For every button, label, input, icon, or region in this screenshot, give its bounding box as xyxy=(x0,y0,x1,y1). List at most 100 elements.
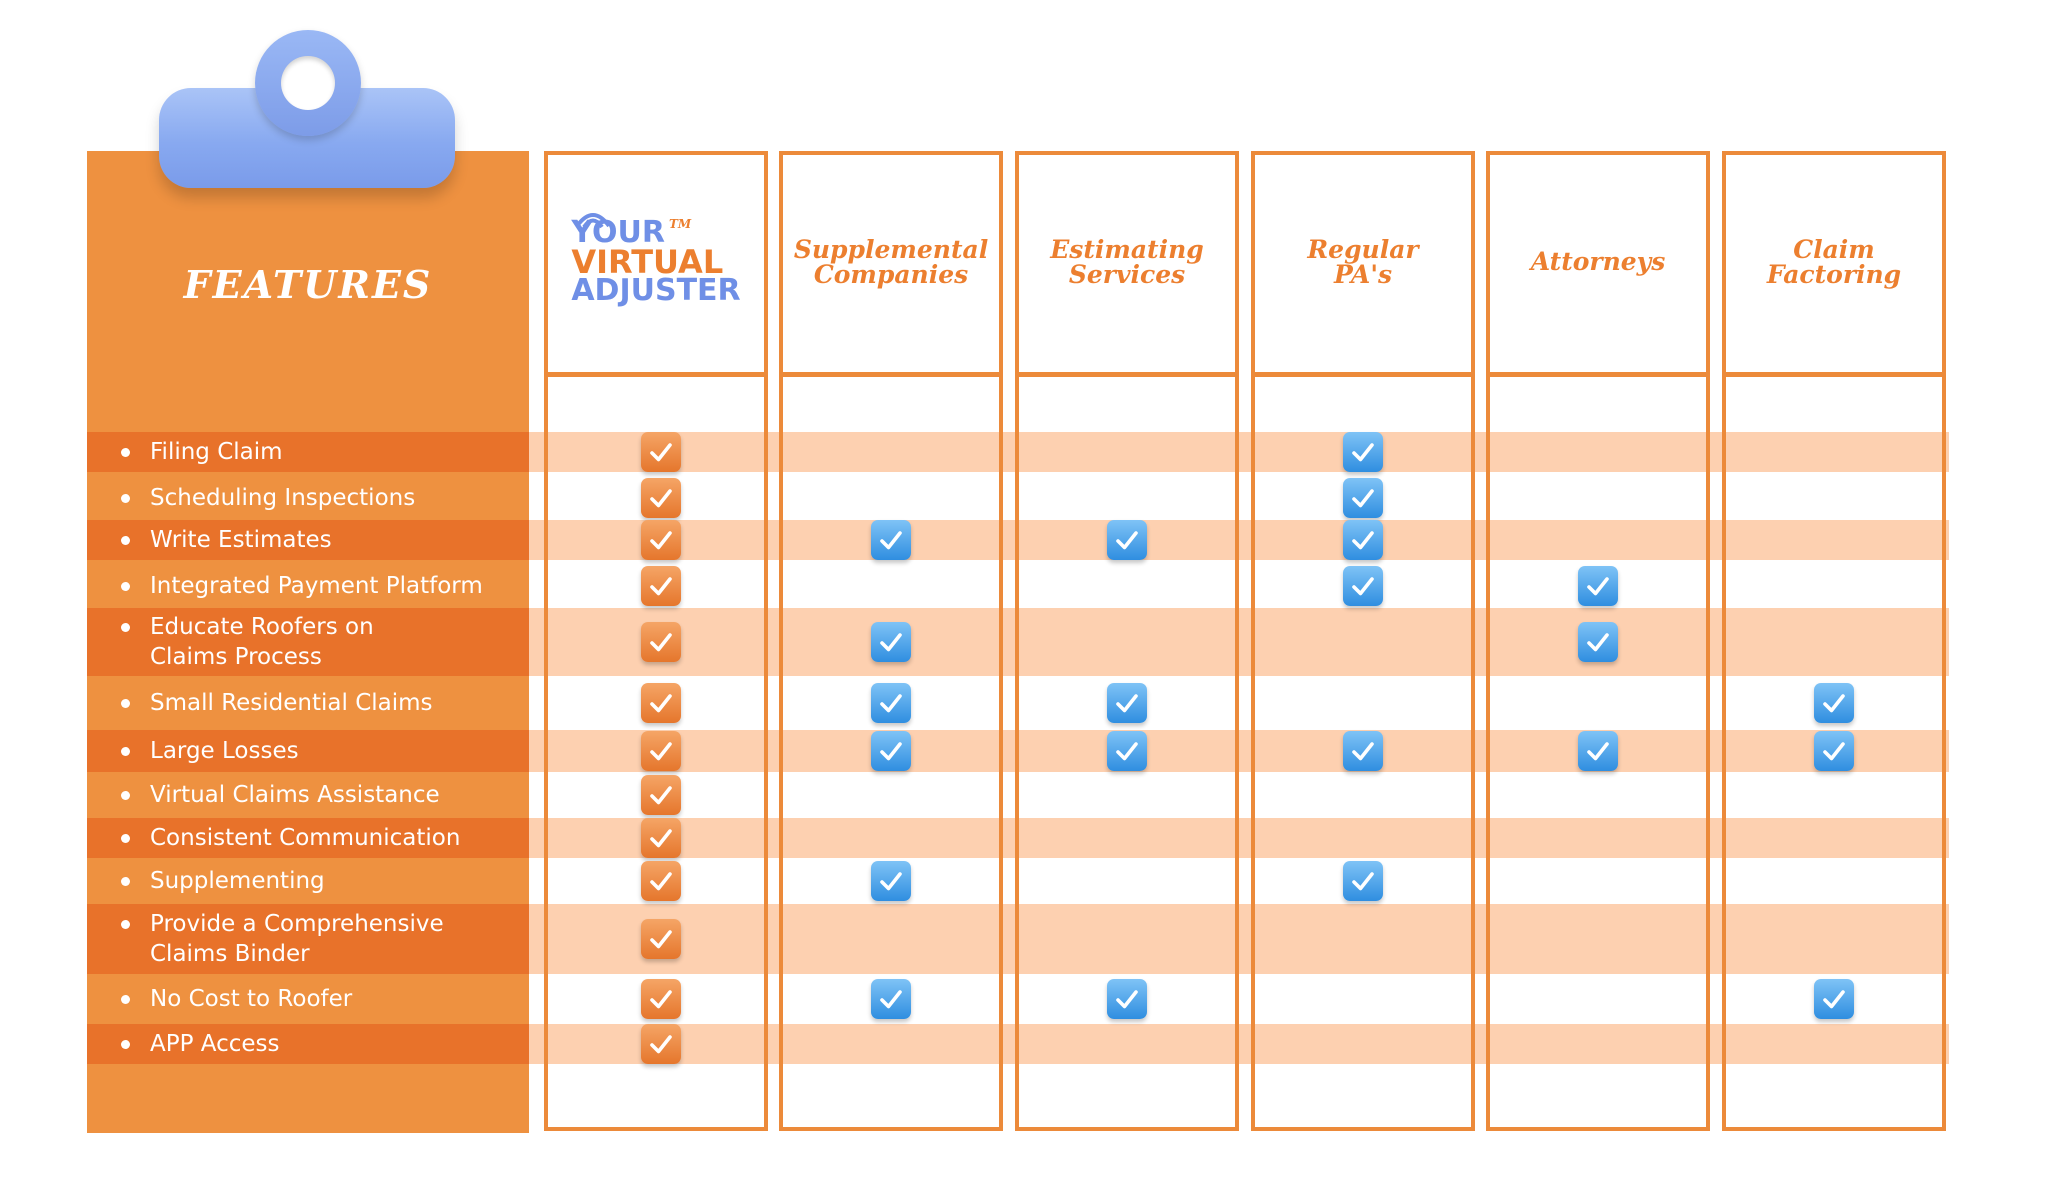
bullet-icon xyxy=(121,582,130,591)
checkbox-checked-blue-icon xyxy=(871,622,911,662)
feature-label: No Cost to Roofer xyxy=(150,986,353,1012)
checkbox-checked-blue-icon xyxy=(1107,979,1147,1019)
features-title: FEATURES xyxy=(183,262,433,307)
checkbox-checked-blue-icon xyxy=(1343,861,1383,901)
checkbox-checked-orange-icon xyxy=(641,979,681,1019)
logo-line-adjuster: ADJUSTER xyxy=(571,272,741,308)
feature-label: Integrated Payment Platform xyxy=(150,573,483,599)
checkbox-checked-blue-icon xyxy=(1814,979,1854,1019)
column-header: Attorneys xyxy=(1530,247,1666,276)
checkbox-checked-blue-icon xyxy=(1814,683,1854,723)
feature-label: Provide a Comprehensive Claims Binder xyxy=(150,911,444,967)
checkbox-checked-blue-icon xyxy=(1578,622,1618,662)
bullet-icon xyxy=(121,494,130,503)
feature-row: Small Residential Claims xyxy=(87,676,1949,730)
checkbox-checked-blue-icon xyxy=(1343,520,1383,560)
bullet-icon xyxy=(121,877,130,886)
bullet-icon xyxy=(121,995,130,1004)
signal-icon xyxy=(575,212,611,228)
feature-cell: Educate Roofers on Claims Process xyxy=(87,608,529,676)
checkbox-checked-orange-icon xyxy=(641,818,681,858)
checkbox-checked-orange-icon xyxy=(641,861,681,901)
feature-label: Virtual Claims Assistance xyxy=(150,782,440,808)
column-header: Supplemental Companies xyxy=(793,234,989,289)
feature-cell: Small Residential Claims xyxy=(87,676,529,730)
checkbox-checked-blue-icon xyxy=(871,731,911,771)
checkbox-checked-blue-icon xyxy=(1343,478,1383,518)
bullet-icon xyxy=(121,623,130,632)
column-header: Claim Factoring xyxy=(1766,234,1902,289)
column-frame xyxy=(779,151,1003,1131)
header-divider xyxy=(779,372,1003,377)
column-frame xyxy=(1015,151,1239,1131)
checkbox-checked-blue-icon xyxy=(871,520,911,560)
feature-row: Virtual Claims Assistance xyxy=(87,772,1949,818)
checkbox-checked-orange-icon xyxy=(641,622,681,662)
feature-row: Supplementing xyxy=(87,858,1949,904)
checkbox-checked-orange-icon xyxy=(641,1024,681,1064)
checkbox-checked-orange-icon xyxy=(641,731,681,771)
bullet-icon xyxy=(121,834,130,843)
checkbox-checked-blue-icon xyxy=(1343,731,1383,771)
bullet-icon xyxy=(121,791,130,800)
feature-label: Consistent Communication xyxy=(150,825,461,851)
feature-cell: APP Access xyxy=(87,1024,529,1064)
header-divider xyxy=(1015,372,1239,377)
feature-row: No Cost to Roofer xyxy=(87,974,1949,1024)
header-divider xyxy=(1251,372,1475,377)
feature-cell: Provide a Comprehensive Claims Binder xyxy=(87,904,529,974)
logo-line-virtual: VIRTUAL xyxy=(571,242,724,281)
feature-label: Supplementing xyxy=(150,868,325,894)
checkbox-checked-orange-icon xyxy=(641,478,681,518)
checkbox-checked-orange-icon xyxy=(641,520,681,560)
feature-cell: Consistent Communication xyxy=(87,818,529,858)
bullet-icon xyxy=(121,699,130,708)
feature-label: APP Access xyxy=(150,1031,280,1057)
checkbox-checked-orange-icon xyxy=(641,432,681,472)
bullet-icon xyxy=(121,747,130,756)
feature-cell: Virtual Claims Assistance xyxy=(87,772,529,818)
feature-row: Scheduling Inspections xyxy=(87,476,1949,520)
checkbox-checked-blue-icon xyxy=(1107,520,1147,560)
column-frame xyxy=(1486,151,1710,1131)
column-frame xyxy=(544,151,768,1131)
checkbox-checked-orange-icon xyxy=(641,566,681,606)
bullet-icon xyxy=(121,448,130,457)
feature-label: Large Losses xyxy=(150,738,299,764)
column-header: Regular PA's xyxy=(1307,234,1419,289)
checkbox-checked-blue-icon xyxy=(1343,432,1383,472)
header-divider xyxy=(1486,372,1710,377)
bullet-icon xyxy=(121,1040,130,1049)
feature-cell: Write Estimates xyxy=(87,520,529,560)
checkbox-checked-orange-icon xyxy=(641,775,681,815)
checkbox-checked-blue-icon xyxy=(871,683,911,723)
feature-cell: Integrated Payment Platform xyxy=(87,564,529,608)
checkbox-checked-blue-icon xyxy=(1578,731,1618,771)
header-divider xyxy=(544,372,768,377)
checkbox-checked-blue-icon xyxy=(1107,731,1147,771)
column-frame xyxy=(1722,151,1946,1131)
header-divider xyxy=(1722,372,1946,377)
checkbox-checked-blue-icon xyxy=(1343,566,1383,606)
feature-label: Filing Claim xyxy=(150,439,283,465)
feature-label: Scheduling Inspections xyxy=(150,485,416,511)
feature-cell: Large Losses xyxy=(87,730,529,772)
feature-label: Educate Roofers on Claims Process xyxy=(150,614,374,670)
column-header: Estimating Services xyxy=(1050,234,1204,289)
feature-cell: Supplementing xyxy=(87,858,529,904)
bullet-icon xyxy=(121,920,130,929)
logo-line-your: YOUR xyxy=(571,214,665,250)
checkbox-checked-blue-icon xyxy=(1107,683,1147,723)
checkbox-checked-orange-icon xyxy=(641,683,681,723)
feature-cell: Scheduling Inspections xyxy=(87,476,529,520)
checkbox-checked-blue-icon xyxy=(871,861,911,901)
feature-label: Small Residential Claims xyxy=(150,690,433,716)
checkbox-checked-blue-icon xyxy=(871,979,911,1019)
checkbox-checked-blue-icon xyxy=(1814,731,1854,771)
checkbox-checked-orange-icon xyxy=(641,919,681,959)
feature-row: Integrated Payment Platform xyxy=(87,564,1949,608)
column-frame xyxy=(1251,151,1475,1131)
feature-cell: Filing Claim xyxy=(87,432,529,472)
